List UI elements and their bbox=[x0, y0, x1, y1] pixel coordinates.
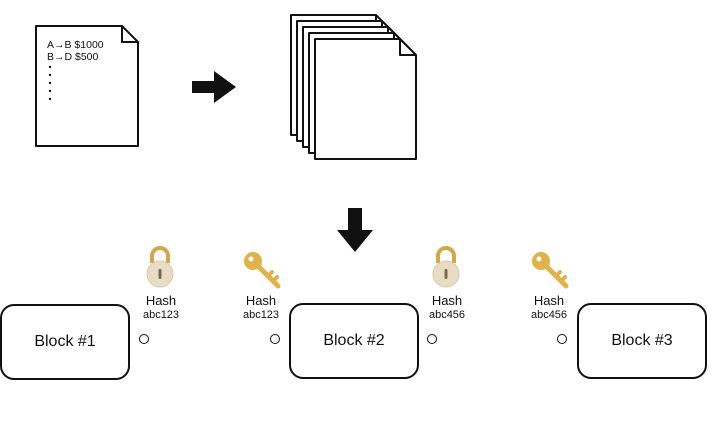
document-stack bbox=[288, 12, 422, 162]
connector-circle bbox=[557, 334, 567, 344]
hash-title: Hash bbox=[431, 293, 463, 308]
connector-circle bbox=[270, 334, 280, 344]
hash-title: Hash bbox=[145, 293, 177, 308]
connector-circle bbox=[427, 334, 437, 344]
ellipsis-dots bbox=[48, 65, 52, 101]
block-3: Block #3 bbox=[577, 303, 707, 379]
lock-icon bbox=[146, 246, 174, 288]
hash-label: Hash abc123 bbox=[126, 294, 196, 322]
lock-icon bbox=[432, 246, 460, 288]
connector-circle bbox=[139, 334, 149, 344]
key-icon bbox=[244, 252, 281, 289]
arrow-right-icon bbox=[192, 71, 236, 103]
ledger-document bbox=[34, 24, 140, 148]
ledger-entry: A→B $1000 bbox=[47, 39, 104, 51]
hash-label: Hash abc456 bbox=[514, 294, 584, 322]
ledger-entries: A→B $1000 B→D $500 bbox=[47, 39, 104, 63]
document-stack-icon bbox=[290, 14, 417, 160]
hash-value: abc123 bbox=[142, 309, 180, 321]
hash-value: abc456 bbox=[530, 309, 568, 321]
document-icon bbox=[35, 25, 139, 147]
hash-value: abc123 bbox=[242, 309, 280, 321]
block-2: Block #2 bbox=[289, 303, 419, 379]
hash-value: abc456 bbox=[428, 309, 466, 321]
block-label: Block #1 bbox=[34, 333, 96, 350]
block-label: Block #2 bbox=[323, 332, 385, 349]
hash-title: Hash bbox=[533, 293, 565, 308]
key-icon bbox=[532, 252, 569, 289]
arrow-down-icon bbox=[337, 208, 373, 252]
block-label: Block #3 bbox=[611, 332, 673, 349]
ledger-entry: B→D $500 bbox=[47, 51, 99, 63]
hash-title: Hash bbox=[245, 293, 277, 308]
block-1: Block #1 bbox=[0, 304, 130, 380]
hash-label: Hash abc123 bbox=[226, 294, 296, 322]
hash-label: Hash abc456 bbox=[412, 294, 482, 322]
